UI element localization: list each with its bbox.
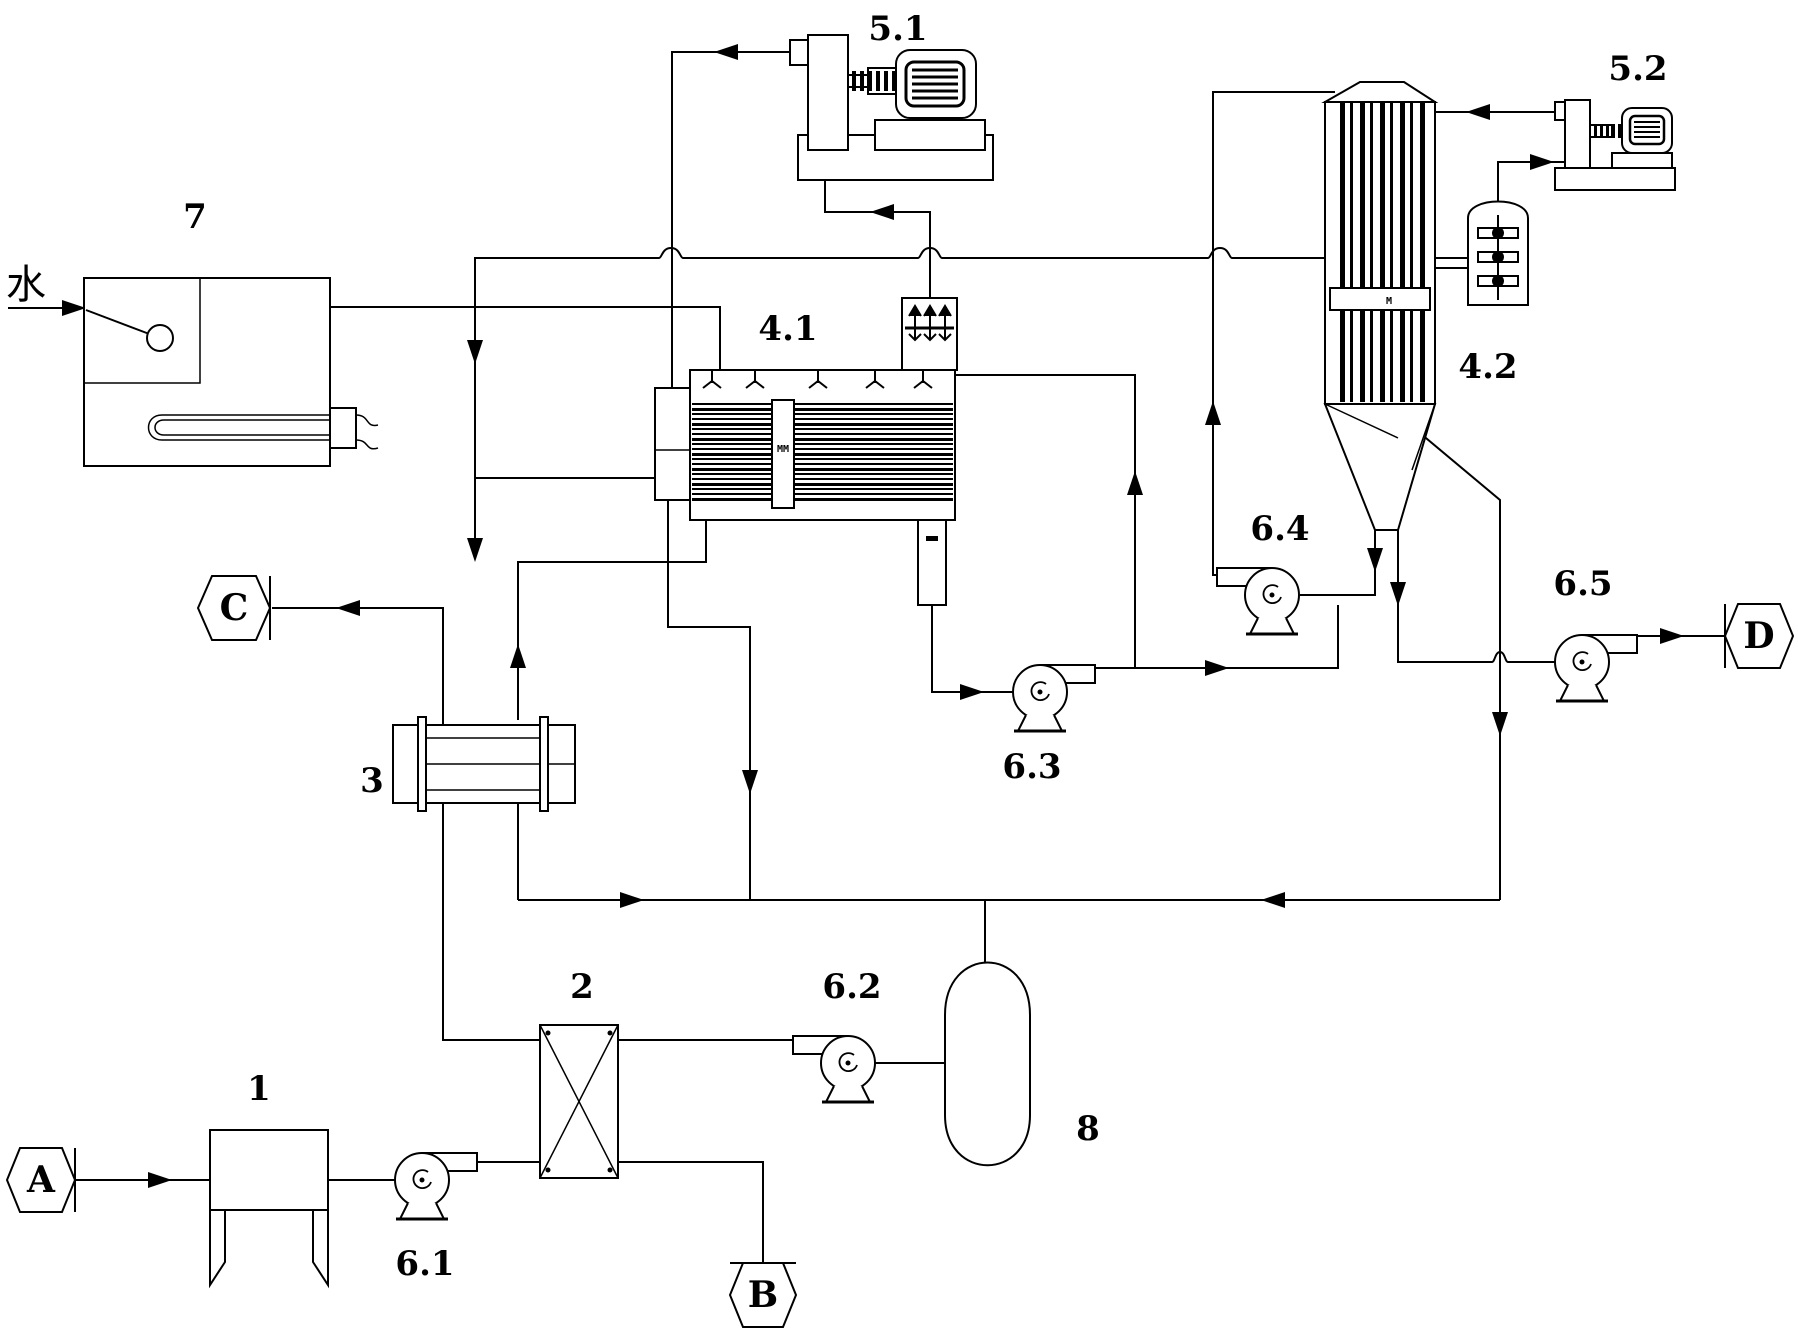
arrow-left-icon [714,44,738,60]
fan-5.2 [1554,99,1676,191]
terminal-d-label: D [1743,615,1774,657]
pumps [394,567,1638,1221]
fan-5.1 [789,34,994,181]
arrow-up-icon [1127,471,1143,495]
terminal-b-label: B [748,1274,778,1316]
terminal-a: A [5,1147,77,1213]
pipe-pump63-to-4.2 [1070,605,1339,669]
arrow-up-icon [1205,401,1221,425]
label-pump-6.1: 6.1 [395,1244,454,1284]
label-unit-4.1: 4.1 [758,309,817,349]
arrow-down-icon [1390,582,1406,606]
label-vessel-8: 8 [1076,1109,1100,1149]
svg-text:MM: MM [777,444,789,455]
arrow-left-icon [1261,892,1285,908]
arrow-down-icon [742,770,758,794]
arrow-left-icon [1466,104,1490,120]
label-unit-7: 7 [183,197,207,237]
arrow-right-icon [1205,660,1229,676]
pump-6.1 [394,1152,478,1221]
unit-4.2-filter [1435,200,1529,306]
label-unit-4.2: 4.2 [1458,347,1517,387]
arrow-right-icon [1530,154,1554,170]
pipe-pump64-to-4.2-top [1212,91,1335,576]
pump-6.3 [1012,664,1096,733]
label-pump-6.5: 6.5 [1553,564,1612,604]
arrow-right-icon [148,1172,172,1188]
label-pump-6.3: 6.3 [1002,747,1061,787]
arrow-left-icon [336,600,360,616]
label-fan-5.1: 5.1 [868,9,927,49]
label-unit-3: 3 [360,761,384,801]
pump-6.2 [792,1035,876,1104]
pipe-4.1-to-header [667,480,751,900]
arrow-down-icon [1492,712,1508,736]
arrow-right-icon [1660,628,1684,644]
pump-6.4 [1216,567,1300,636]
arrow-right-icon [62,300,86,316]
arrow-down-icon [467,340,483,364]
arrow-right-icon [620,892,644,908]
pipe-4.2-to-pump65 [1397,530,1570,663]
pipe-4.1-to-fan51 [671,51,790,390]
pipe-tank7-to-4.1 [283,306,721,370]
arrow-down-icon [1367,548,1383,572]
pipe-drain-to-pump63 [931,605,1013,693]
vessel-8-tank [944,961,1031,1167]
piping [8,44,1725,1263]
label-fan-5.2: 5.2 [1608,49,1667,89]
unit-1-hopper [209,1129,329,1289]
terminal-a-label: A [26,1159,56,1201]
terminal-b: B [728,1262,798,1328]
labels: 1 2 3 4.1 4.2 5.1 5.2 6.1 6.2 6.3 6.4 6.… [6,9,1668,1284]
arrow-left-icon [870,204,894,220]
unit-2-heat-exchanger [539,1024,619,1179]
unit-4.1-scrubber: MM [654,297,958,606]
arrow-up-icon [510,644,526,668]
pipe-unit2-to-c [272,607,540,1041]
pipe-4.1-right-loop [955,374,1136,668]
label-unit-2: 2 [570,967,594,1007]
label-water-inlet: 水 [6,262,46,308]
pipe-exchanger3-to-4.1 [517,510,707,720]
unit-4.2-column: M [1321,81,1439,531]
unit-7-water-tank [83,277,379,467]
pipe-unit2-to-b [618,1161,764,1263]
label-pump-6.2: 6.2 [822,967,881,1007]
pipe-4.2-to-header [1389,407,1501,900]
terminal-c-label: C [220,587,249,629]
pump-6.5 [1554,634,1638,703]
label-unit-1: 1 [247,1069,271,1109]
arrow-right-icon [960,684,984,700]
unit-3-shell-tube-exchanger [392,716,576,1040]
label-pump-6.4: 6.4 [1250,509,1309,549]
svg-text:M: M [1386,296,1392,307]
terminal-d: D [1723,603,1795,669]
terminal-c: C [196,575,272,641]
arrow-down-icon [467,538,483,562]
pipe-4.2-to-pump64 [1300,530,1376,596]
